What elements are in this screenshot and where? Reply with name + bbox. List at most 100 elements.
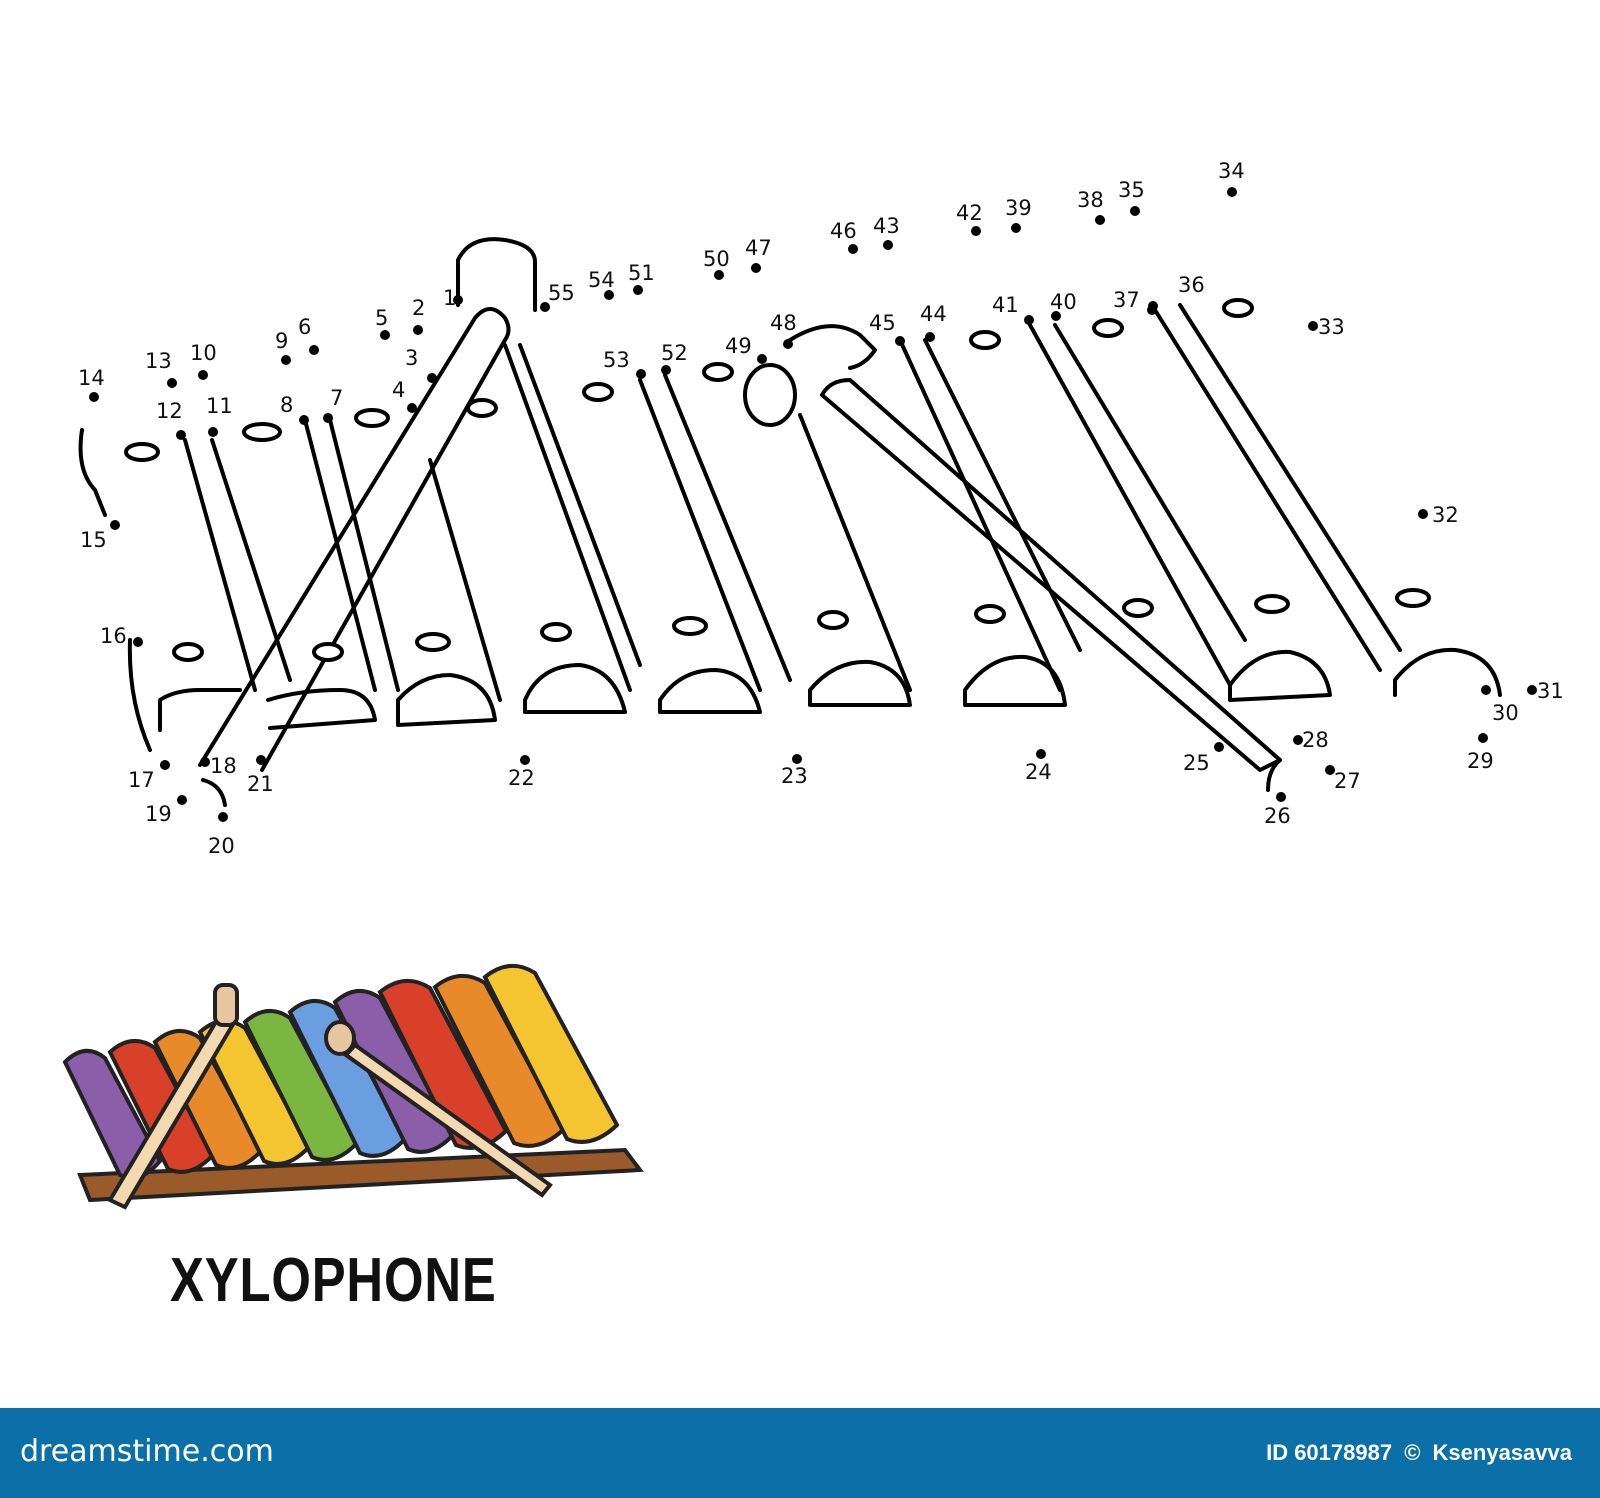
dot-label-35: 35: [1118, 178, 1145, 202]
dot-4: [407, 403, 417, 413]
dot-21: [256, 755, 266, 765]
dot-45: [895, 336, 905, 346]
brand-logo-text[interactable]: dreamstime.com: [20, 1434, 274, 1469]
dot-label-49: 49: [725, 334, 752, 358]
dot-label-43: 43: [873, 214, 900, 238]
dot-31: [1527, 685, 1537, 695]
dot-label-3: 3: [405, 346, 418, 370]
dot-label-11: 11: [206, 394, 233, 418]
dot-20: [218, 812, 228, 822]
dot-label-7: 7: [330, 386, 343, 410]
dot-label-30: 30: [1492, 701, 1519, 725]
dot-29: [1478, 733, 1488, 743]
dot-label-18: 18: [210, 754, 237, 778]
dot-label-45: 45: [869, 311, 896, 335]
dot-label-29: 29: [1467, 749, 1494, 773]
dot-label-13: 13: [145, 349, 172, 373]
dot-label-44: 44: [920, 302, 947, 326]
puzzle-outline: [78, 237, 1502, 807]
dot-42: [971, 226, 981, 236]
dot-50: [714, 270, 724, 280]
dot-43: [883, 240, 893, 250]
dot-label-1: 1: [443, 286, 456, 310]
dot-label-36: 36: [1178, 273, 1205, 297]
dot-40: [1051, 311, 1061, 321]
dot-15: [110, 520, 120, 530]
dot-47: [751, 263, 761, 273]
dot-label-27: 27: [1334, 769, 1361, 793]
dot-label-14: 14: [78, 366, 105, 390]
dot-label-47: 47: [745, 236, 772, 260]
dot-14: [89, 392, 99, 402]
dot-12: [176, 430, 186, 440]
dot-26: [1276, 792, 1286, 802]
dot-label-32: 32: [1432, 503, 1459, 527]
dot-8: [299, 415, 309, 425]
dot-label-48: 48: [770, 311, 797, 335]
dot-label-41: 41: [992, 293, 1019, 317]
image-credit: ID 60178987 © Ksenyasavva: [1266, 1440, 1572, 1466]
dot-label-19: 19: [145, 802, 172, 826]
dot-label-46: 46: [830, 219, 857, 243]
dot-46: [848, 244, 858, 254]
dot-6: [309, 345, 319, 355]
dot-13: [167, 378, 177, 388]
dot-label-37: 37: [1113, 288, 1140, 312]
watermark-footer: dreamstime.com ID 60178987 © Ksenyasavva: [0, 1408, 1600, 1498]
dot-label-16: 16: [100, 624, 127, 648]
dot-53: [636, 369, 646, 379]
dot-41: [1024, 315, 1034, 325]
dot-label-8: 8: [280, 393, 293, 417]
dot-54: [604, 290, 614, 300]
dot-label-39: 39: [1005, 196, 1032, 220]
copyright-icon: ©: [1404, 1440, 1421, 1465]
dot-3: [427, 373, 437, 383]
dot-label-15: 15: [80, 528, 107, 552]
dot-label-12: 12: [156, 399, 183, 423]
dot-7: [323, 413, 333, 423]
dot-16: [133, 637, 143, 647]
dot-label-51: 51: [628, 261, 655, 285]
dot-17: [160, 760, 170, 770]
mallets: [107, 983, 553, 1210]
dot-32: [1418, 509, 1428, 519]
dot-33: [1308, 321, 1318, 331]
dot-label-33: 33: [1318, 315, 1345, 339]
dot-label-6: 6: [298, 315, 311, 339]
dot-34: [1227, 187, 1237, 197]
dot-11: [208, 427, 218, 437]
dot-35: [1130, 206, 1140, 216]
colored-bars: [62, 964, 620, 1180]
dot-28: [1293, 735, 1303, 745]
dot-label-50: 50: [703, 247, 730, 271]
image-id: ID 60178987: [1266, 1440, 1393, 1465]
dot-label-9: 9: [275, 329, 288, 353]
dot-19: [177, 795, 187, 805]
dot-23: [792, 754, 802, 764]
dot-22: [520, 755, 530, 765]
dot-label-53: 53: [603, 348, 630, 372]
dot-1: [453, 295, 463, 305]
dot-label-31: 31: [1537, 679, 1564, 703]
dot-label-22: 22: [508, 766, 535, 790]
dot-10: [198, 370, 208, 380]
dot-label-21: 21: [247, 772, 274, 796]
dot-label-28: 28: [1302, 728, 1329, 752]
dot-39: [1011, 223, 1021, 233]
dot-25: [1214, 742, 1224, 752]
dot-49: [757, 354, 767, 364]
author-name[interactable]: Ksenyasavva: [1432, 1440, 1572, 1465]
dot-label-34: 34: [1218, 159, 1245, 183]
dot-18: [200, 757, 210, 767]
dot-label-54: 54: [588, 268, 615, 292]
bar-10: [482, 964, 620, 1144]
dot-label-2: 2: [412, 296, 425, 320]
dot-51: [633, 285, 643, 295]
dot-label-40: 40: [1050, 290, 1077, 314]
dot-label-20: 20: [208, 834, 235, 858]
colored-xylophone-picture: [62, 964, 644, 1210]
dot-label-52: 52: [661, 341, 688, 365]
dot-24: [1036, 749, 1046, 759]
